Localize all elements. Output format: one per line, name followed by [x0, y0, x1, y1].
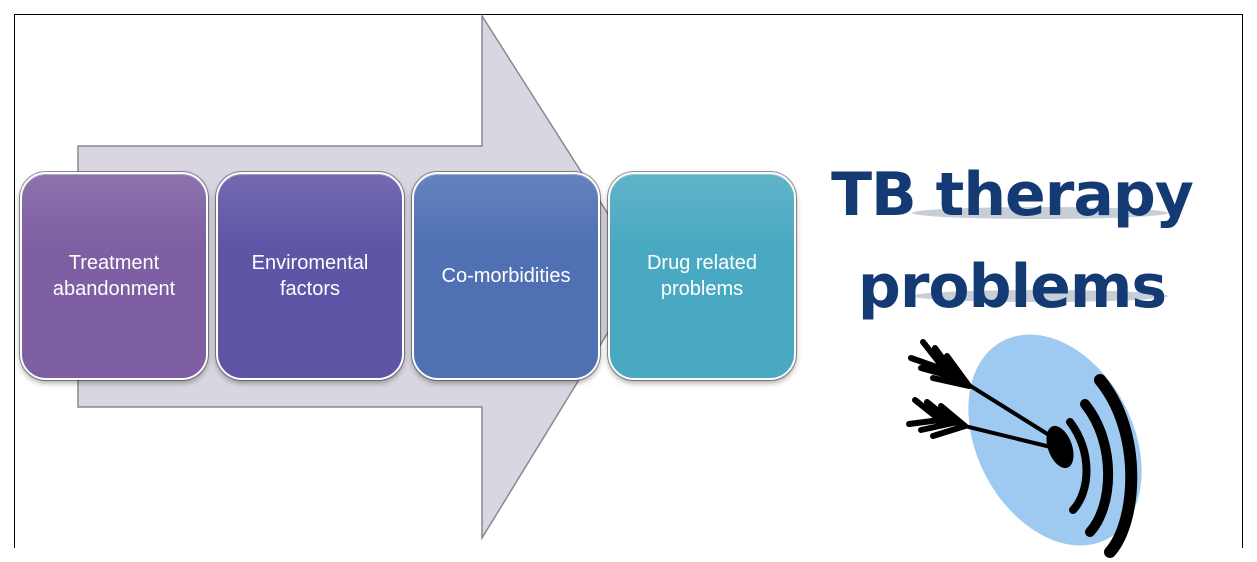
- step-drug-related-problems: Drug related problems: [608, 172, 796, 380]
- step-label: Co-morbidities: [441, 265, 571, 287]
- step-comorbidities: Co-morbidities: [412, 172, 600, 380]
- step-label: Enviromental factors: [251, 252, 369, 300]
- title-shadow: [912, 290, 1168, 302]
- title-shadow: [912, 207, 1168, 219]
- step-treatment-abandonment: Treatment abandonment: [20, 172, 208, 380]
- step-label: Drug related problems: [646, 252, 758, 300]
- step-environmental-factors: Enviromental factors: [216, 172, 404, 380]
- title-line-1: TB therapy: [831, 160, 1194, 230]
- title-line-2: problems: [857, 252, 1167, 322]
- target-with-darts-icon: [906, 334, 1142, 558]
- step-label: Treatment abandonment: [52, 252, 176, 300]
